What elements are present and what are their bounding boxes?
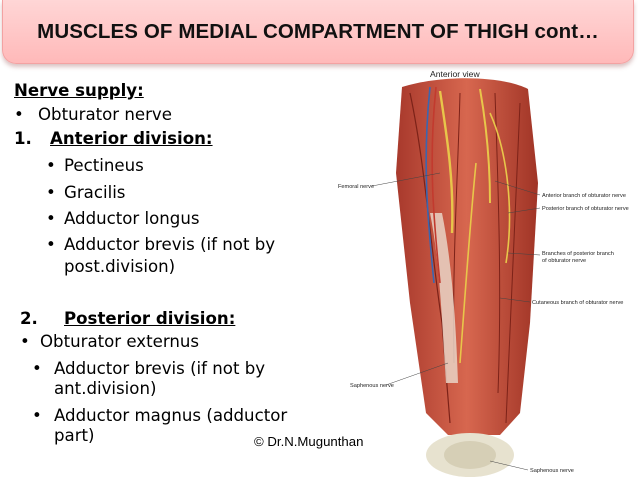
list-item: •Pectineus <box>46 156 144 175</box>
list-item-continuation: ant.division) <box>54 379 157 398</box>
obturator-nerve-text: Obturator nerve <box>38 105 172 124</box>
nerve-supply-heading: Nerve supply: <box>14 81 144 100</box>
label-femoral-nerve: Femoral nerve <box>338 184 374 190</box>
label-anterior-branch: Anterior branch of obturator nerve <box>542 193 626 199</box>
list-item: •Adductor longus <box>46 209 200 228</box>
label-saphenous-nerve-lower: Saphenous nerve <box>530 468 574 474</box>
list-item: •Obturator externus <box>20 332 200 351</box>
label-branches-posterior-2: of obturator nerve <box>542 258 586 264</box>
view-label: Anterior view <box>430 69 480 79</box>
posterior-division-row: 2. Posterior division: <box>20 308 235 329</box>
thigh-anatomy-illustration: Anterior view Femoral nerve Anterior bra… <box>330 63 638 479</box>
label-branches-posterior: Branches of posterior branch <box>542 251 614 257</box>
posterior-division-heading: Posterior division: <box>64 309 236 328</box>
anterior-division-row: 1. Anterior division: <box>14 128 213 149</box>
thigh-anatomy-svg: Anterior view Femoral nerve Anterior bra… <box>338 69 629 477</box>
list-item: •Adductor brevis (if not by <box>32 359 266 378</box>
copyright: © Dr.N.Mugunthan <box>254 434 364 449</box>
label-posterior-branch: Posterior branch of obturator nerve <box>542 206 629 212</box>
list-item-continuation: post.division) <box>64 257 176 276</box>
list-item-continuation: part) <box>54 426 95 445</box>
label-cutaneous-branch: Cutaneous branch of obturator nerve <box>532 300 623 306</box>
posterior-number: 2. <box>20 309 38 328</box>
list-item: •Gracilis <box>46 183 126 202</box>
femoral-nerve <box>438 90 454 234</box>
title-banner: MUSCLES OF MEDIAL COMPARTMENT OF THIGH c… <box>2 0 634 64</box>
label-saphenous-nerve: Saphenous nerve <box>350 383 394 389</box>
anterior-division-heading: Anterior division: <box>50 129 213 148</box>
anterior-number: 1. <box>14 129 32 148</box>
bullet: • <box>14 105 24 124</box>
slide-title: MUSCLES OF MEDIAL COMPARTMENT OF THIGH c… <box>37 19 599 43</box>
list-item: •Adductor brevis (if not by <box>46 235 276 254</box>
list-item: •Adductor magnus (adductor <box>32 406 288 425</box>
bullet-obturator: • Obturator nerve <box>14 104 172 125</box>
